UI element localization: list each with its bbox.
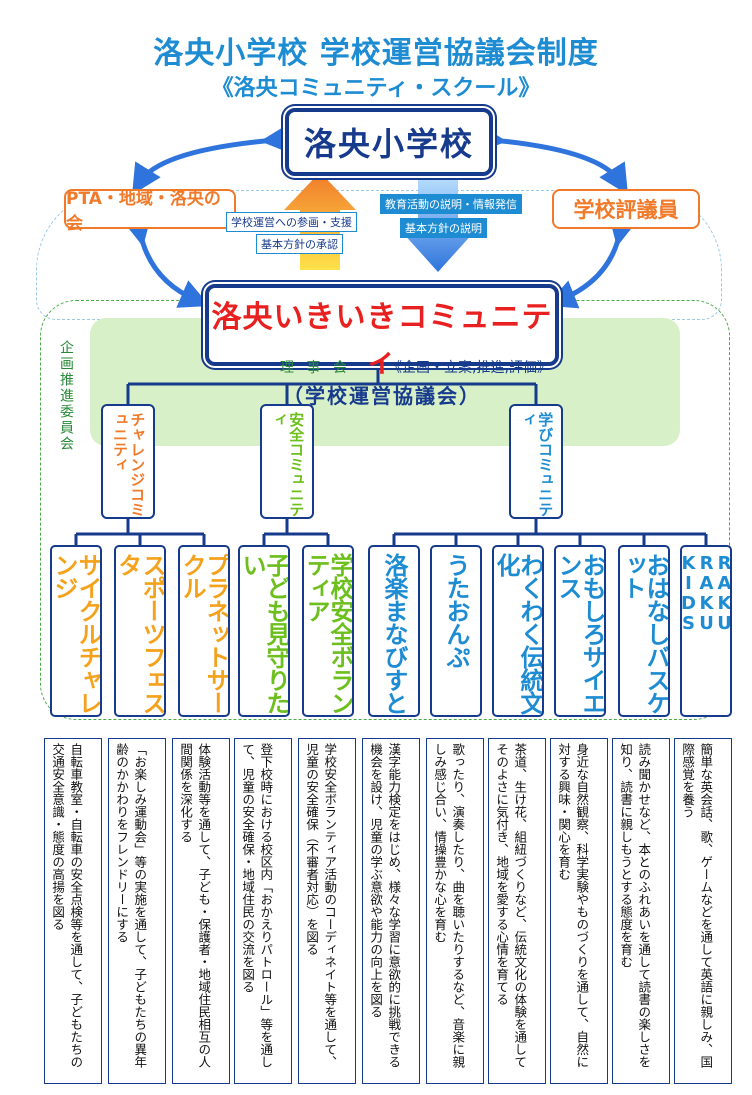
arrow-school-eval <box>475 123 628 195</box>
activity-label: おもしろサイエンス <box>554 553 606 714</box>
activity-description: 茶道、生け花、組紐づくりなど、伝統文化の体験を通してそのよさに気付き、地域を愛す… <box>488 738 546 1084</box>
community-safety-label: 安全コミュニティ <box>270 412 306 517</box>
activity-description-text: 簡単な英会話、歌、ゲームなどを通して英語に親しみ、国際感覚を養う <box>680 743 714 1068</box>
activity-box: 学校安全ボランティア <box>302 545 354 717</box>
board-label: 理 事 会 <box>280 360 351 376</box>
activity-description: 体験活動等を通して、子ども・保護者・地域住民相互の人間関係を深化する <box>172 738 230 1084</box>
activity-description-text: 登下校時における校区内「おかえりパトロール」等を通して、児童の安全確保・地域住民… <box>240 743 274 1068</box>
activity-box: サイクルチャレンジ <box>50 545 102 717</box>
activity-description-text: 歌ったり、演奏したり、曲を聴いたりするなど、音楽に親しみ感じ合い、情操豊かな心を… <box>432 743 466 1068</box>
activity-description-text: 身近な自然観察、科学実験やものづくりを通して、自然に対する興味・関心を育む <box>556 743 590 1068</box>
activity-description: 歌ったり、演奏したり、曲を聴いたりするなど、音楽に親しみ感じ合い、情操豊かな心を… <box>426 738 484 1084</box>
evaluators-box: 学校評議員 <box>552 189 700 229</box>
activity-description-text: 体験活動等を通して、子ども・保護者・地域住民相互の人間関係を深化する <box>178 743 212 1068</box>
activity-box: プラネットサークル <box>178 545 230 717</box>
community-learning: 学びコミュニティ <box>509 404 563 519</box>
activity-label: わくわく伝統文化 <box>492 553 544 714</box>
up-arrow-label-1: 学校運営への参画・支援 <box>226 212 357 232</box>
activity-label: 学校安全ボランティア <box>302 553 354 714</box>
arrow-school-pta <box>132 123 292 195</box>
community-challenge: チャレンジコミュニティ <box>101 404 155 519</box>
activity-description-text: 学校安全ボランティア活動のコーディネイト等を通して、児童の安全確保（不審者対応）… <box>304 743 338 1068</box>
activity-box: RAKU RAKU KIDS <box>680 545 732 717</box>
activity-box: わくわく伝統文化 <box>492 545 544 717</box>
community-learning-label: 学びコミュニティ <box>519 412 555 517</box>
community-box: 洛央いきいきコミュニティ （学校運営協議会） <box>205 284 559 408</box>
community-sub-label: （学校運営協議会） <box>283 384 481 408</box>
activity-box: 子ども見守りたい <box>238 545 290 717</box>
activity-description: 学校安全ボランティア活動のコーディネイト等を通して、児童の安全確保（不審者対応）… <box>298 738 356 1084</box>
community-main-label: 洛央いきいきコミュニティ <box>211 300 553 379</box>
school-label: 洛央小学校 <box>303 125 474 163</box>
activity-description: 身近な自然観察、科学実験やものづくりを通して、自然に対する興味・関心を育む <box>550 738 608 1084</box>
activity-label: プラネットサークル <box>178 553 230 714</box>
up-arrow-label-2: 基本方針の承認 <box>256 234 343 254</box>
activity-box: おもしろサイエンス <box>554 545 606 717</box>
activity-description-text: 読み聞かせなど、本とのふれあいを通して読書の楽しさを知り、読書に親しもうとする態… <box>618 743 652 1068</box>
activity-label: RAKU RAKU KIDS <box>680 553 732 633</box>
arrow-eval-community <box>546 214 638 309</box>
activity-description-text: 自転車教室・自転車の安全点検等を通して、子どもたちの交通安全意識・態度の高揚を図… <box>50 743 84 1068</box>
activity-description: 「お楽しみ運動会」等の実施を通して、子どもたちの異年齢のかかわりをフレンドリーに… <box>108 738 166 1084</box>
board-detail: 《企画・立案,推進,評価》 <box>388 360 551 376</box>
community-challenge-label: チャレンジコミュニティ <box>111 412 147 517</box>
activity-description: 自転車教室・自転車の安全点検等を通して、子どもたちの交通安全意識・態度の高揚を図… <box>44 738 102 1084</box>
activity-box: 洛楽まなびすと <box>368 545 420 717</box>
pta-box: PTA・地域・洛央の会 <box>64 189 236 234</box>
activity-description-text: 漢字能力検定をはじめ、様々な学習に意欲的に挑戦できる機会を設け、児童の学ぶ意欲や… <box>368 743 402 1068</box>
activity-description-text: 茶道、生け花、組紐づくりなど、伝統文化の体験を通してそのよさに気付き、地域を愛す… <box>494 743 528 1068</box>
activity-description: 登下校時における校区内「おかえりパトロール」等を通して、児童の安全確保・地域住民… <box>234 738 292 1084</box>
activity-label: 子ども見守りたい <box>238 553 290 714</box>
page-subtitle: 《洛央コミュニティ・スクール》 <box>211 76 541 101</box>
activity-label: おはなしバスケット <box>618 553 670 714</box>
community-safety: 安全コミュニティ <box>260 404 314 519</box>
planning-committee-label: 企画推進委員会 <box>58 340 74 452</box>
school-box: 洛央小学校 <box>285 108 493 176</box>
down-arrow-label-1: 教育活動の説明・情報発信 <box>380 194 522 214</box>
page-title: 洛央小学校 学校運営協議会制度 <box>153 36 599 71</box>
activity-box: スポーツフェスタ <box>114 545 166 717</box>
activity-label: うたおんぷ <box>442 553 470 668</box>
activity-label: スポーツフェスタ <box>114 553 166 714</box>
activity-description: 簡単な英会話、歌、ゲームなどを通して英語に親しみ、国際感覚を養う <box>674 738 732 1084</box>
activity-description: 読み聞かせなど、本とのふれあいを通して読書の楽しさを知り、読書に親しもうとする態… <box>612 738 670 1084</box>
activity-box: おはなしバスケット <box>618 545 670 717</box>
down-arrow-label-2: 基本方針の説明 <box>400 218 487 238</box>
activity-description: 漢字能力検定をはじめ、様々な学習に意欲的に挑戦できる機会を設け、児童の学ぶ意欲や… <box>362 738 420 1084</box>
activity-box: うたおんぷ <box>430 545 482 717</box>
arrow-pta-community <box>122 214 210 308</box>
activity-description-text: 「お楽しみ運動会」等の実施を通して、子どもたちの異年齢のかかわりをフレンドリーに… <box>114 743 148 1068</box>
activity-label: サイクルチャレンジ <box>50 553 102 714</box>
activity-label: 洛楽まなびすと <box>380 553 408 714</box>
